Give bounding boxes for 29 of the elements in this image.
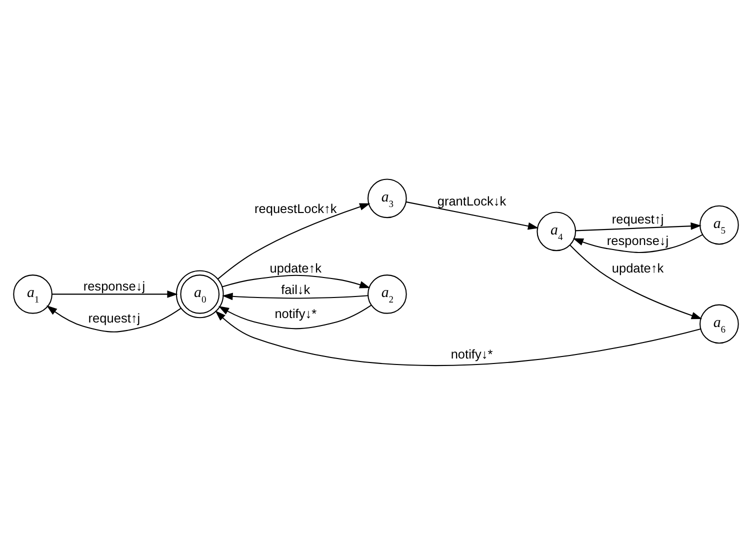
arrow [218,304,372,330]
node-circle: a$_{3}$ [367,178,407,218]
edge-label: requestLock↑k [254,200,337,216]
edge-label: update↑k [270,260,322,276]
node-circle: a$_{1}$ [13,274,52,314]
arrow [217,203,370,280]
edge-label: response↓j [83,278,146,294]
node-circle: a$_{2}$ [367,274,407,314]
arrow [572,234,703,254]
edge-label: request↑j [612,212,664,227]
edge-label: request↑j [88,310,140,326]
edge-label: fail↓k [281,282,310,297]
arrow [46,305,182,332]
arrow [52,290,178,298]
edge-label: response↓j [606,232,669,248]
edge-label: notify↓* [450,346,493,362]
edge-label: grantLock↓k [437,193,506,208]
node-circle: a$_{5}$ [700,205,739,245]
node-circle: a$_{6}$ [700,304,739,344]
arrow [222,274,370,288]
arrow [576,222,702,232]
arrow [215,310,701,366]
edge-label: update↑k [612,260,664,276]
node-circle: a$_{0}$ [176,270,224,318]
arrow [222,292,368,300]
edge-label: notify↓* [274,306,317,322]
node-circle: a$_{4}$ [536,212,576,252]
arrow [406,201,539,230]
arrow [570,244,702,320]
